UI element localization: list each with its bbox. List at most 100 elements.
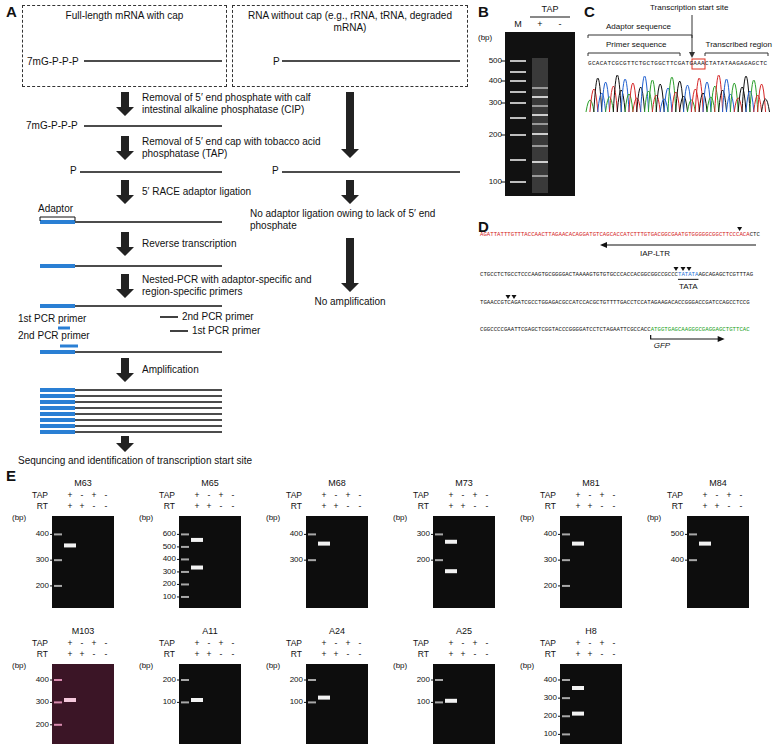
region-arrow: [651, 335, 719, 339]
lane-sign: -: [589, 490, 592, 500]
step-label: Nested-PCR with adaptor-specific and reg…: [142, 274, 337, 298]
rna-end-label: P: [70, 165, 77, 177]
lane-sign: +: [195, 490, 200, 500]
gel-band: [181, 596, 189, 598]
row-label: RT: [291, 649, 302, 659]
panel-letter: E: [6, 467, 16, 485]
row-label: RT: [672, 501, 683, 511]
tick: [177, 571, 179, 572]
tick: [177, 559, 179, 560]
tick: [50, 585, 52, 586]
lane-sign: +: [473, 490, 478, 500]
lane-sign: +: [703, 501, 708, 511]
primer-label: 1st PCR primer: [192, 325, 260, 337]
gel-band: [181, 558, 189, 560]
lane-sign: -: [613, 638, 616, 648]
size-marker: 400: [544, 529, 557, 539]
gel-band: [181, 583, 189, 585]
rna-strand: [75, 351, 222, 353]
size-marker: 100: [163, 697, 176, 707]
gel-title: A11: [202, 626, 217, 637]
rna-end-label: 7mG-P-P-P: [27, 56, 79, 68]
gel-band: [510, 91, 526, 93]
site-marker: [737, 227, 742, 231]
row-label: RT: [291, 501, 302, 511]
row-label: RT: [418, 501, 429, 511]
gel-band: [532, 133, 548, 135]
rna-strand: [75, 395, 222, 397]
lane-sign: -: [359, 649, 362, 659]
step-arrow: [116, 274, 134, 298]
primer-label: 1st PCR primer: [18, 313, 86, 325]
gel-band: [562, 733, 570, 735]
gel-band: [445, 569, 457, 573]
rna-strand: [75, 401, 222, 403]
gel-band: [64, 698, 76, 702]
unit-label: (bp): [139, 661, 153, 671]
unit-label: (bp): [393, 661, 407, 671]
gel-band: [532, 114, 548, 116]
gel-smear: [532, 58, 548, 193]
row-label: TAP: [32, 638, 48, 648]
size-marker: 300: [417, 529, 430, 539]
tick: [177, 596, 179, 597]
tick: [304, 560, 306, 561]
primer-label: 2nd PCR primer: [182, 311, 254, 323]
gel-band: [435, 533, 443, 535]
row-label: RT: [418, 649, 429, 659]
dna-sequence: CTGCCTCTGCCTCCCAAGTGCGGGGACTAAAAGTGTGTGC…: [480, 272, 678, 279]
row-label: TAP: [540, 490, 556, 500]
lane-sign: -: [613, 649, 616, 659]
size-marker: 200: [36, 581, 49, 591]
gel-band: [532, 175, 548, 177]
gel-image: [687, 516, 749, 608]
tick: [558, 716, 560, 717]
gel-band: [510, 71, 526, 73]
gel-band: [510, 181, 526, 183]
lane-sign: -: [232, 501, 235, 511]
size-marker: 200: [544, 711, 557, 721]
row-label: RT: [164, 649, 175, 659]
gel-band: [54, 724, 62, 726]
lane-sign: -: [716, 490, 719, 500]
row-label: TAP: [540, 638, 556, 648]
gel-image: [560, 516, 622, 608]
sequence-annotation: Transcribed region: [706, 40, 772, 50]
size-marker: 100: [417, 697, 430, 707]
gel-image: [179, 516, 241, 608]
gel-band: [562, 585, 570, 587]
lane-sign: +: [537, 19, 542, 30]
gel-band: [510, 117, 526, 119]
lane-sign: -: [486, 501, 489, 511]
adaptor-segment: [40, 424, 75, 428]
site-marker: [686, 267, 691, 271]
rna-strand: [75, 389, 222, 391]
gel-band: [510, 102, 526, 104]
lane-sign: +: [473, 638, 478, 648]
gel-title: M63: [74, 478, 92, 489]
adaptor-segment: [40, 304, 75, 308]
gel-band: [510, 80, 526, 82]
lane-sign: -: [474, 649, 477, 659]
lane-sign: -: [359, 501, 362, 511]
lane-sign: -: [462, 638, 465, 648]
size-marker: 400: [36, 675, 49, 685]
gene-label: GFP: [654, 341, 670, 351]
lane-sign: +: [322, 638, 327, 648]
note-label: No amplification: [314, 296, 385, 308]
dna-sequence: CTC: [750, 232, 760, 239]
size-marker: 300: [36, 555, 49, 565]
lane-sign: -: [728, 501, 731, 511]
gel-band: [532, 161, 548, 163]
gel-title: H8: [585, 626, 597, 637]
box-title: Full-length mRNA with cap: [27, 10, 222, 22]
gel-band: [532, 123, 548, 125]
lane-sign: -: [559, 19, 562, 30]
step-label: Amplification: [142, 364, 199, 376]
tick: [304, 702, 306, 703]
tick: [431, 702, 433, 703]
lane-sign: +: [576, 501, 581, 511]
lane-sign: +: [207, 501, 212, 511]
lane-sign: -: [613, 490, 616, 500]
bracket: [588, 35, 692, 38]
